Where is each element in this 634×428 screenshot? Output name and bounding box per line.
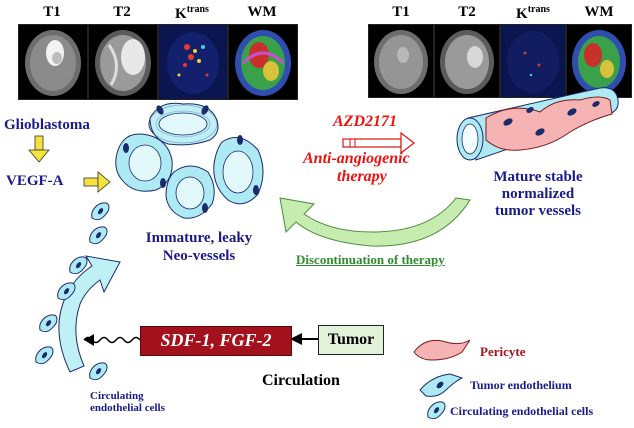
mri-ktrans-image-right (500, 24, 566, 98)
circulating-cell-legend-icon (427, 401, 446, 420)
circulation-arrow-icon (58, 255, 121, 373)
discontinuation-arrow-icon (279, 197, 471, 247)
mri-label-wm: WM (247, 4, 277, 20)
discontinuation-label: Discontinuation of therapy (296, 252, 445, 267)
tumor-box: Tumor (318, 325, 384, 355)
mri-t2-image-right (434, 24, 500, 98)
therapy-arrow-icon (342, 131, 415, 155)
right-arrow-icon (83, 171, 111, 193)
drug-name: AZD2171 (333, 113, 397, 130)
legend-pericyte-label: Pericyte (480, 344, 526, 359)
immature-vessels (115, 102, 264, 219)
mri-label-t1: T1 (43, 4, 61, 20)
therapy-line2: therapy (337, 168, 387, 185)
wavy-arrow-icon (83, 334, 141, 346)
mri-label-t2: T2 (113, 4, 131, 20)
mri-label-ktrans-right: Ktrans (516, 4, 550, 22)
glioblastoma-label: Glioblastoma (4, 117, 90, 133)
sdf-fgf-label: SDF-1, FGF-2 (160, 330, 272, 350)
mri-t1-image-right (368, 24, 434, 98)
mri-t1-image (18, 24, 88, 100)
mri-t2-image (88, 24, 158, 100)
mri-label-wm-right: WM (584, 4, 614, 20)
legend-tumor-endothelium-label: Tumor endothelium (470, 378, 572, 392)
mri-wm-image-right (566, 24, 632, 98)
mri-strip-left: T1 T2 Ktrans WM (18, 0, 298, 100)
mri-ktrans-image (158, 24, 228, 100)
mature-vessels-label: Mature stable normalized tumor vessels (493, 169, 583, 219)
mri-wm-image (228, 24, 298, 100)
down-arrow-icon (28, 135, 50, 163)
tumor-label: Tumor (327, 331, 375, 348)
circulation-label: Circulation (262, 372, 340, 389)
mri-label-t2-right: T2 (458, 4, 476, 20)
sdf-fgf-box: SDF-1, FGF-2 (140, 326, 292, 356)
tumor-arrow-icon (290, 333, 318, 345)
mri-label-t1-right: T1 (392, 4, 410, 20)
therapy-line1: Anti-angiogenic (303, 150, 410, 167)
mature-vessel (456, 87, 619, 161)
tumor-endothelium-legend-icon (419, 373, 464, 397)
circulating-cells-label: Circulating endothelial cells (90, 390, 165, 414)
immature-vessels-label: Immature, leaky Neo-vessels (145, 230, 253, 264)
mri-strip-right: T1 T2 Ktrans WM (368, 0, 634, 100)
pericyte-legend-icon (413, 339, 471, 361)
legend-circulating-label: Circulating endothelial cells (450, 404, 594, 418)
vegf-label: VEGF-A (6, 173, 64, 189)
mri-label-ktrans: Ktrans (175, 4, 209, 22)
